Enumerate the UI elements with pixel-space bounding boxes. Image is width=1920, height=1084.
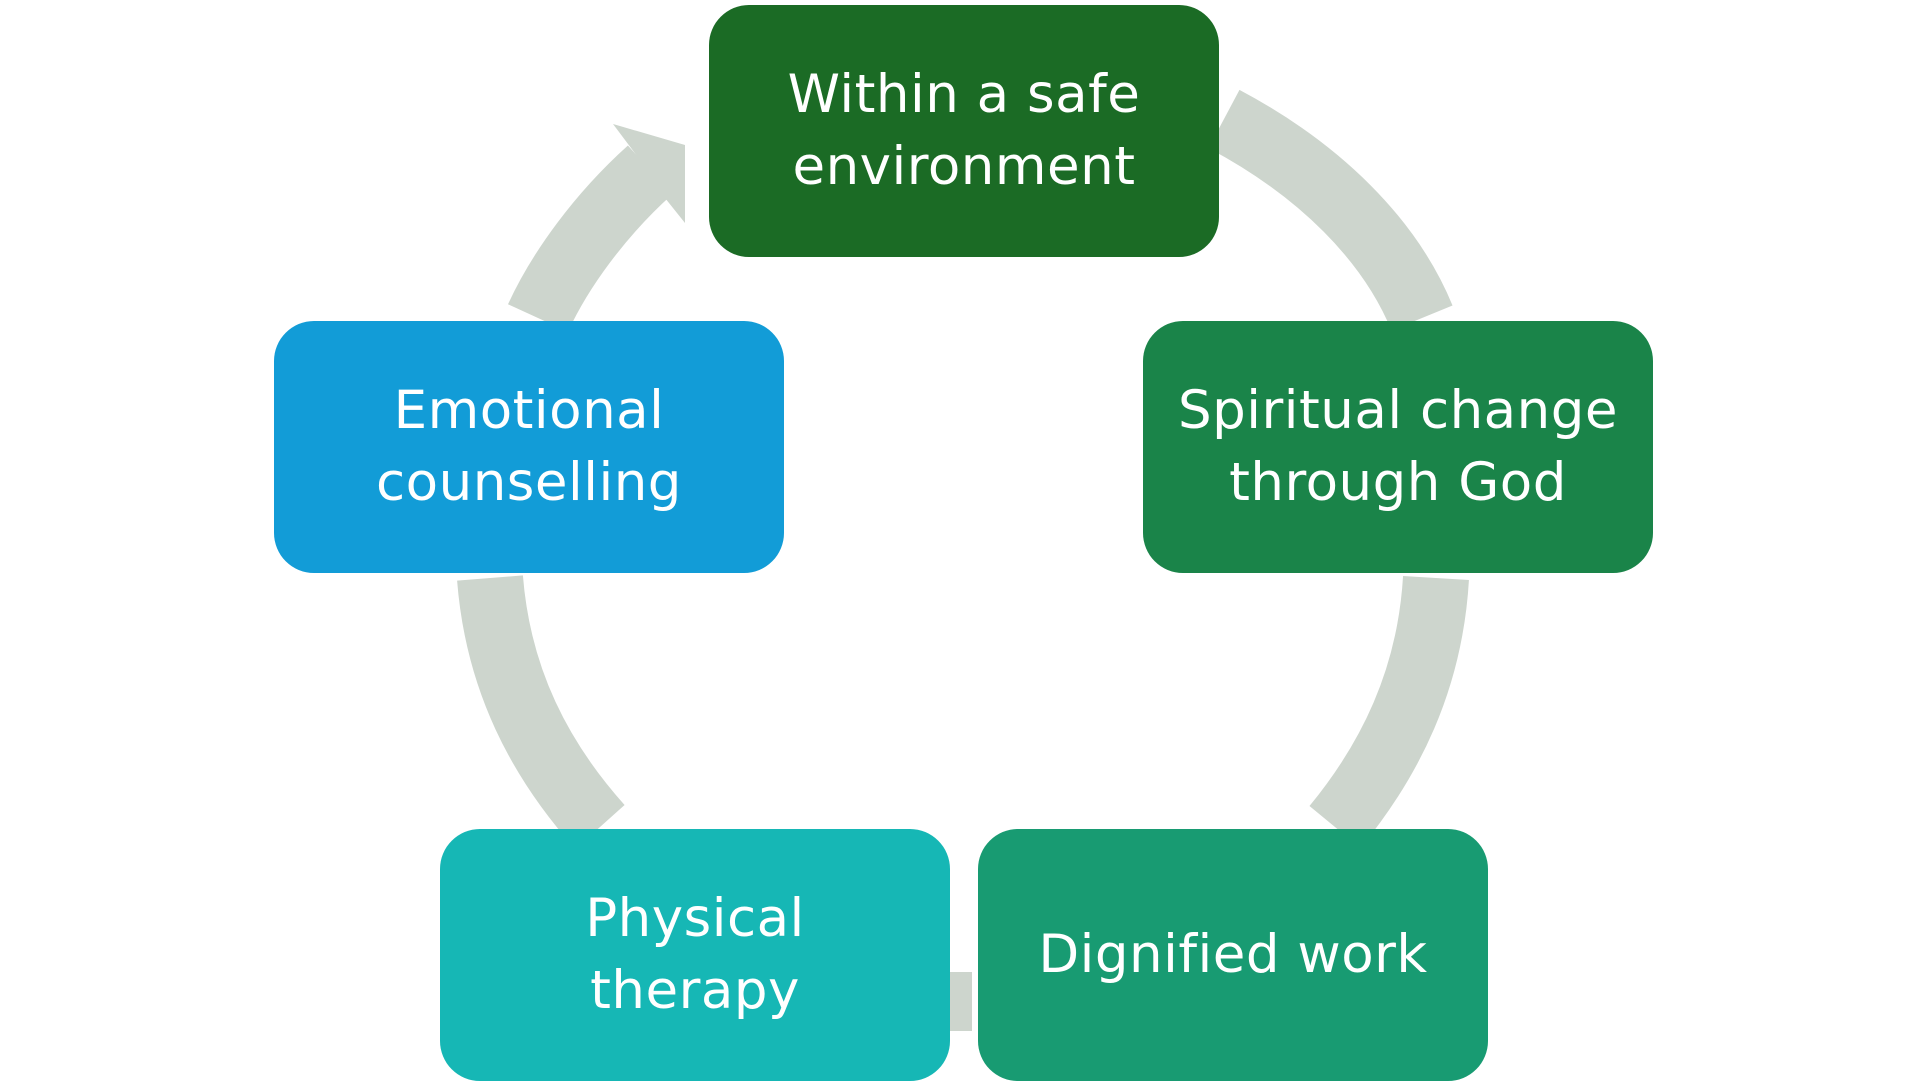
connector-arc-2-3	[1309, 575, 1469, 848]
node-label: Within a safe environment	[787, 64, 1141, 197]
connector-arc-4-5	[457, 575, 625, 850]
cycle-node-physical-therapy: Physical therapy	[440, 829, 950, 1081]
arrowhead-icon	[610, 124, 685, 230]
cycle-node-dignified-work: Dignified work	[978, 829, 1488, 1081]
node-label: Emotional counselling	[376, 380, 682, 513]
cycle-node-emotional-counselling: Emotional counselling	[274, 321, 784, 573]
connector-arc-1-2	[1208, 89, 1453, 332]
node-label: Spiritual change through God	[1178, 380, 1618, 513]
cycle-node-safe-environment: Within a safe environment	[709, 5, 1219, 257]
node-label: Dignified work	[1038, 924, 1428, 985]
node-label: Physical therapy	[585, 888, 805, 1021]
connector-3-4	[950, 972, 972, 1031]
cycle-node-spiritual-change: Spiritual change through God	[1143, 321, 1653, 573]
